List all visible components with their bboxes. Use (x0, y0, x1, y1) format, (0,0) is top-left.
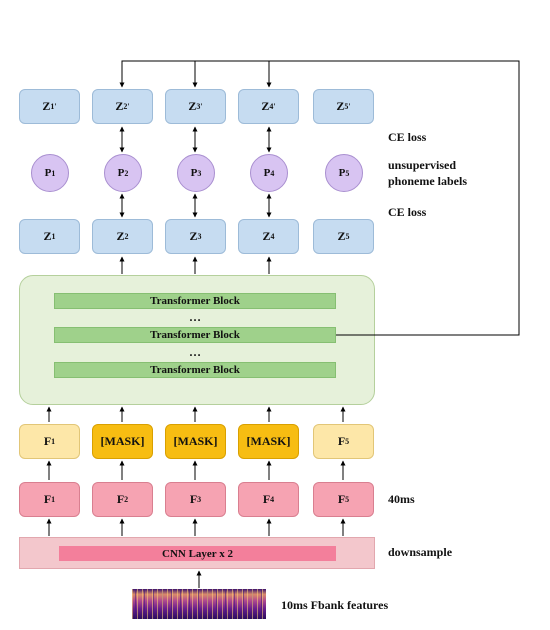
rate-40ms-label: 40ms (388, 492, 415, 506)
fbank-features-label: 10ms Fbank features (281, 598, 389, 612)
cnn-layer: CNN Layer x 2 (59, 546, 336, 561)
phoneme-labels-line2: phoneme labels (388, 174, 468, 188)
transformer-block-1: Transformer Block (54, 293, 336, 309)
ellipsis-1: … (189, 310, 201, 324)
fbank-spectrogram-image (132, 589, 266, 619)
transformer-block-3: Transformer Block (54, 362, 336, 378)
ellipsis-2: … (189, 345, 201, 359)
ce-loss-label-top: CE loss (388, 130, 427, 144)
phoneme-labels-line1: unsupervised (388, 158, 457, 172)
mask-token-2: [MASK] (92, 424, 153, 459)
mask-token-3: [MASK] (165, 424, 226, 459)
downsample-label: downsample (388, 545, 453, 559)
ce-loss-label-bottom: CE loss (388, 205, 427, 219)
transformer-block-2: Transformer Block (54, 327, 336, 343)
mask-token-4: [MASK] (238, 424, 299, 459)
